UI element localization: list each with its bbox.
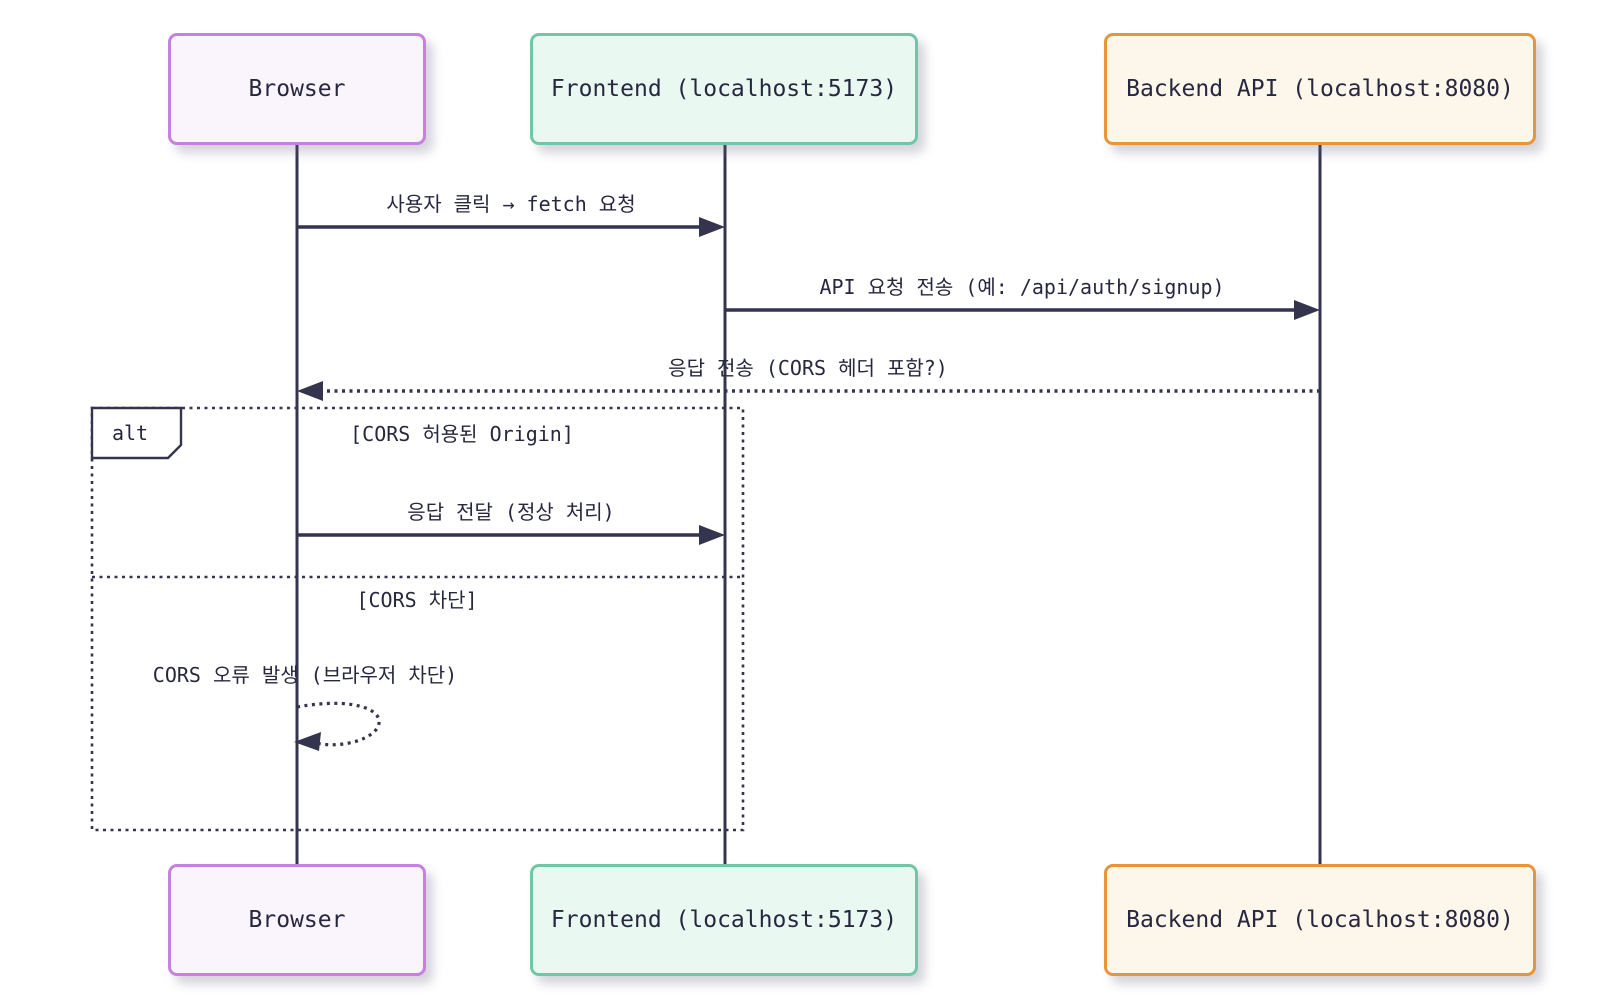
actor-box-frontend-top: Frontend (localhost:5173) bbox=[530, 33, 918, 145]
actor-label-backend: Backend API (localhost:8080) bbox=[1126, 76, 1514, 102]
message-label-self: CORS 오류 발생 (브라우저 차단) bbox=[152, 663, 458, 687]
message-arrow-2 bbox=[725, 300, 1320, 320]
alt-condition-label-2: [CORS 차단] bbox=[356, 588, 478, 612]
alt-condition-label-1: [CORS 허용된 Origin] bbox=[350, 422, 574, 446]
message-label-4: 응답 전달 (정상 처리) bbox=[407, 500, 615, 524]
actor-box-browser-bottom: Browser bbox=[168, 864, 426, 976]
message-self-loop bbox=[294, 701, 381, 751]
message-arrow-3 bbox=[297, 381, 1320, 401]
message-arrow-4 bbox=[297, 525, 725, 545]
message-arrow-1 bbox=[297, 217, 725, 237]
actor-box-browser-top: Browser bbox=[168, 33, 426, 145]
actor-box-frontend-bottom: Frontend (localhost:5173) bbox=[530, 864, 918, 976]
actor-label-browser: Browser bbox=[248, 76, 346, 102]
actor-label-frontend: Frontend (localhost:5173) bbox=[550, 907, 898, 933]
message-label-3: 응답 전송 (CORS 헤더 포함?) bbox=[668, 356, 948, 380]
message-label-1: 사용자 클릭 → fetch 요청 bbox=[386, 192, 636, 216]
alt-operator-box bbox=[90, 406, 183, 460]
actor-label-frontend: Frontend (localhost:5173) bbox=[550, 76, 898, 102]
message-label-2: API 요청 전송 (예: /api/auth/signup) bbox=[819, 275, 1225, 299]
actor-label-backend: Backend API (localhost:8080) bbox=[1126, 907, 1514, 933]
actor-box-backend-top: Backend API (localhost:8080) bbox=[1104, 33, 1536, 145]
alt-operator-label: alt bbox=[111, 421, 149, 445]
alt-frame bbox=[90, 406, 745, 832]
actor-box-backend-bottom: Backend API (localhost:8080) bbox=[1104, 864, 1536, 976]
actor-label-browser: Browser bbox=[248, 907, 346, 933]
